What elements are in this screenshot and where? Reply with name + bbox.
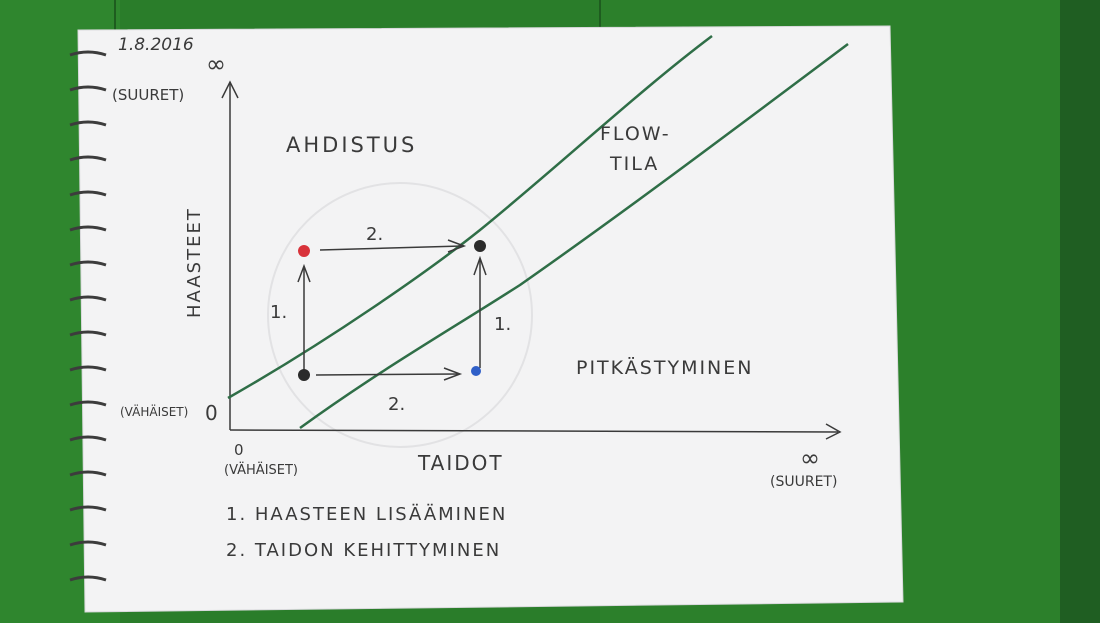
label-up-left: 1. [270,302,287,323]
flow-upper-boundary [227,35,713,400]
flow-lower-boundary [299,42,849,430]
label-right-top: 2. [366,224,383,245]
spiral-binding [69,50,107,582]
y-axis-origin-value: 0 [205,401,218,425]
x-axis-origin-value: 0 [234,441,244,459]
region-boredom: PITKÄSTYMINEN [576,356,754,379]
region-anxiety: AHDISTUS [286,133,417,157]
x-axis-label: TAIDOT [417,451,504,475]
legend-item-1: 1. HAASTEEN LISÄÄMINEN [226,504,507,525]
arrow-right-top [319,245,463,251]
region-flow-line1: FLOW- [600,123,671,145]
region-flow-line2: TILA [609,153,659,175]
x-axis-infinity: ∞ [800,444,820,472]
challenge-point [298,245,310,257]
goal-point [474,240,486,252]
arrow-right-bottom [315,373,459,376]
y-axis-arrowhead [221,80,239,99]
start-point [298,369,310,381]
x-axis-arrowhead [825,423,842,440]
label-up-right: 1. [494,314,511,335]
y-axis-origin-note: (VÄHÄISET) [120,404,188,419]
axes [221,80,842,440]
y-axis-label: HAASTEET [184,207,205,318]
x-axis-end-note: (SUURET) [770,474,837,490]
skill-point [471,366,481,376]
x-axis-line [229,429,839,433]
date-text: 1.8.2016 [118,35,194,55]
arrows [297,239,487,381]
faint-circle [267,182,533,448]
x-axis-origin-note: (VÄHÄISET) [224,462,298,478]
y-axis-top-note: (SUURET) [112,86,184,104]
paper-sheet [77,25,904,613]
legend-item-2: 2. TAIDON KEHITTYMINEN [226,540,501,561]
label-right-bottom: 2. [388,394,405,415]
y-axis-infinity: ∞ [206,50,226,78]
